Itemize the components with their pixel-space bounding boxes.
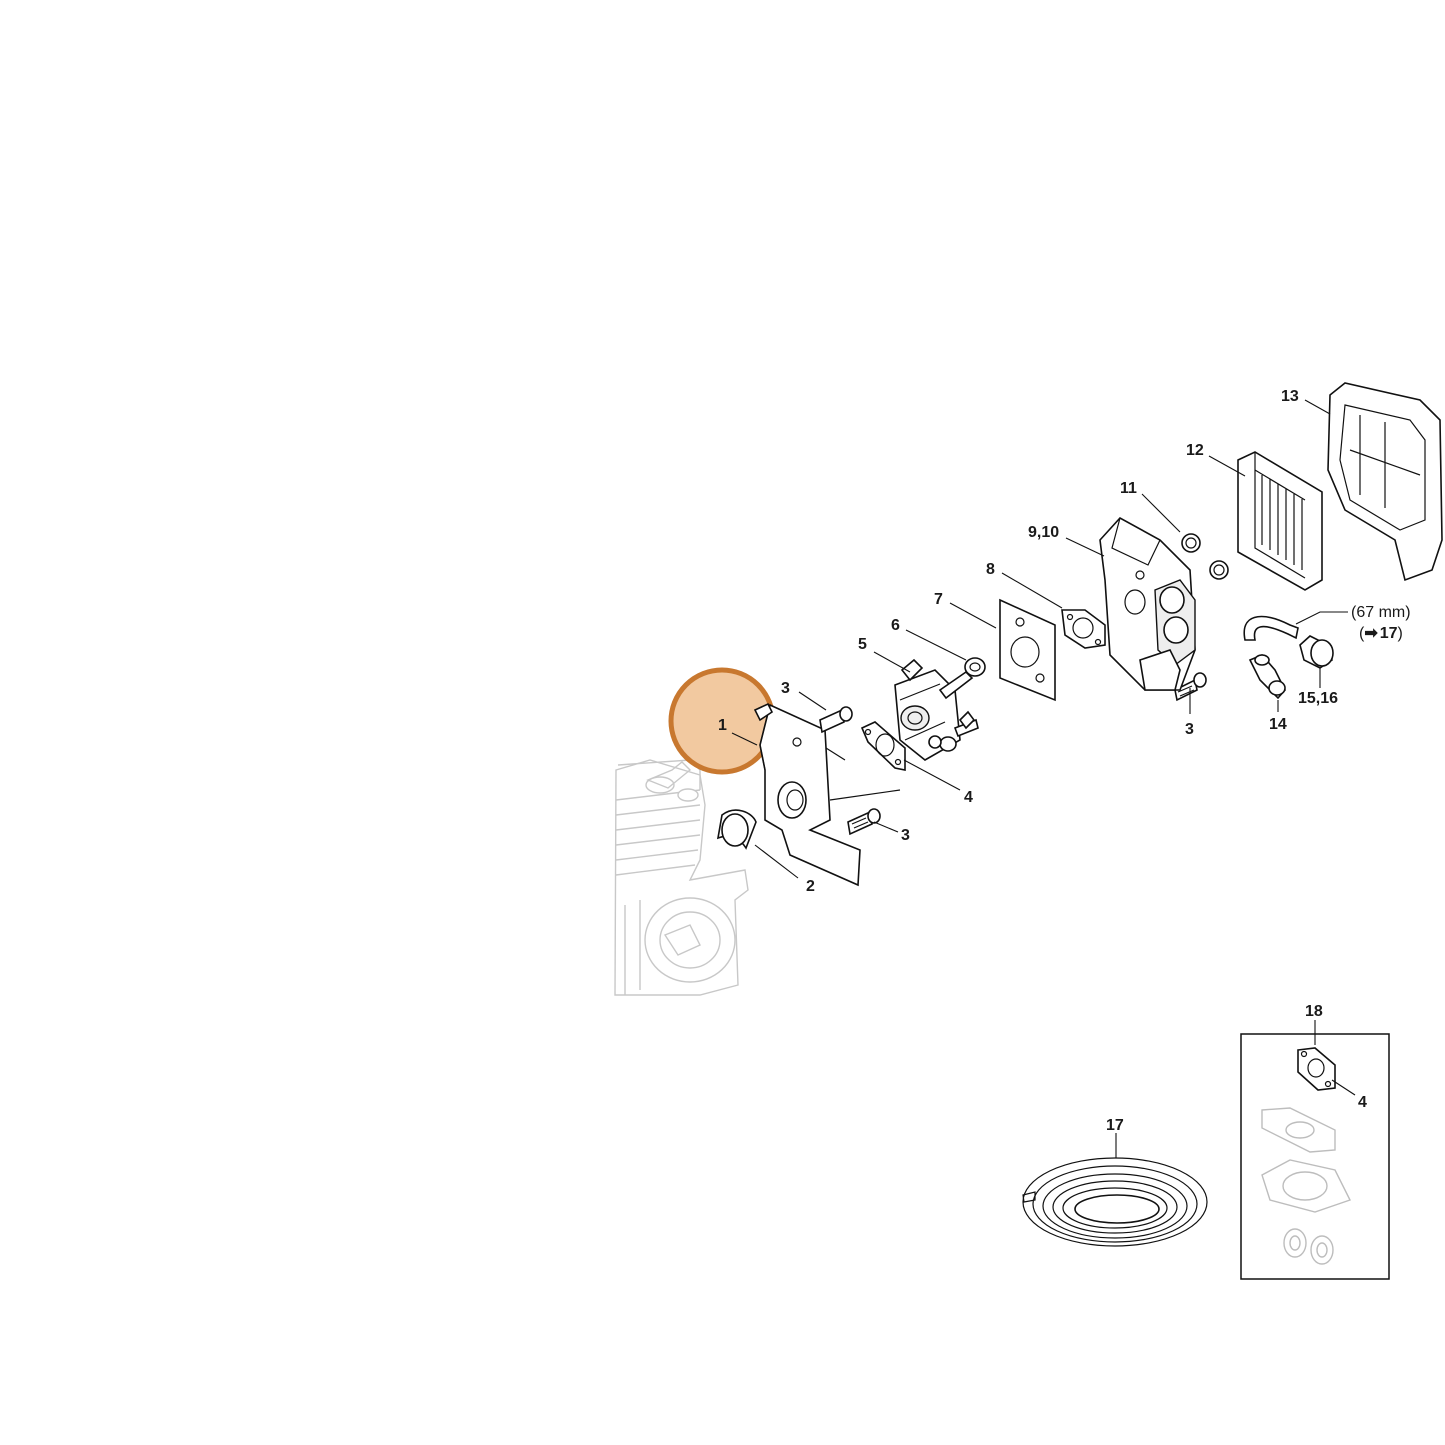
label-part-6: 6	[891, 617, 900, 634]
part-3-screw-lower	[847, 808, 881, 836]
part-6-plug	[964, 657, 986, 677]
part-15-16-primer	[1299, 635, 1334, 669]
hose-ref-close: )	[1398, 625, 1403, 642]
label-part-4-kit: 4	[1358, 1094, 1367, 1111]
arrow-right-icon: ➡	[1364, 625, 1378, 642]
part-17-coil	[1022, 1157, 1208, 1247]
part-8-gasket	[1061, 609, 1106, 649]
label-part-4: 4	[964, 789, 973, 806]
engine-block	[614, 759, 749, 996]
part-2-sleeve	[716, 809, 757, 850]
part-3-screw-right	[1174, 672, 1207, 702]
hose-length-note: (67 mm)	[1351, 604, 1411, 621]
hose-ref-note: (➡17)	[1359, 625, 1403, 642]
label-part-8: 8	[986, 561, 995, 578]
label-part-11: 11	[1120, 480, 1137, 497]
label-part-1: 1	[718, 717, 727, 734]
part-3-screw-upper	[819, 706, 853, 734]
label-part-18: 18	[1305, 1003, 1323, 1020]
label-part-7: 7	[934, 591, 943, 608]
callout-labels: 1 2 3 3 3 4 5 6 7 8 9,10 11 12 13 14 15,…	[718, 388, 1411, 1134]
part-14-fitting	[1248, 654, 1286, 700]
part-1-support-plate	[753, 702, 901, 887]
part-7-spacer	[999, 598, 1056, 702]
part-4-gasket	[860, 721, 906, 771]
label-part-13: 13	[1281, 388, 1299, 405]
hose-ref-number: 17	[1380, 625, 1398, 642]
part-13-filter-cover	[1327, 382, 1443, 582]
label-part-9-10: 9,10	[1028, 524, 1059, 541]
label-part-3-upper: 3	[781, 680, 790, 697]
part-11-nut-upper	[1181, 533, 1201, 553]
part-11-nut-lower	[1209, 560, 1229, 580]
label-part-3-lower: 3	[901, 827, 910, 844]
label-part-14: 14	[1269, 716, 1287, 733]
label-part-2: 2	[806, 878, 815, 895]
fuel-hose	[1243, 615, 1299, 641]
part-18-gasket-kit	[1240, 1033, 1390, 1280]
part-5-carburetor	[894, 658, 979, 761]
label-part-12: 12	[1186, 442, 1204, 459]
label-part-5: 5	[858, 636, 867, 653]
leader-lines	[731, 399, 1356, 1158]
part-9-10-filter-base	[1099, 516, 1196, 691]
label-part-17: 17	[1106, 1117, 1124, 1134]
label-part-15-16: 15,16	[1298, 690, 1338, 707]
label-part-3-right: 3	[1185, 721, 1194, 738]
part-12-air-filter	[1237, 451, 1323, 591]
